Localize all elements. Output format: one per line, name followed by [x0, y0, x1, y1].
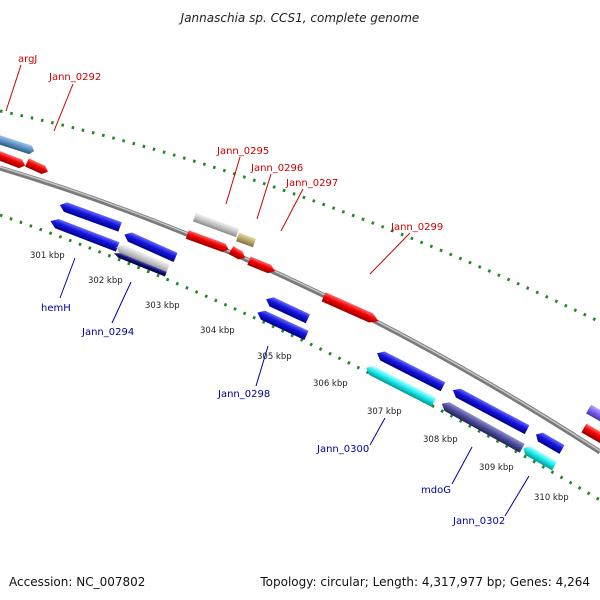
scale-label: 310 kbp: [534, 493, 569, 503]
genome-stats-text: Topology: circular; Length: 4,317,977 bp…: [260, 575, 590, 589]
label-Jann-0292[interactable]: Jann_0292: [48, 72, 101, 83]
gene-Jann-0297-a[interactable]: [228, 246, 247, 262]
label-Jann-0295[interactable]: Jann_0295: [216, 146, 269, 157]
gene-Jann-0294[interactable]: [113, 251, 167, 277]
scale-label: 305 kbp: [257, 352, 292, 362]
inner-tick-track: [0, 213, 600, 502]
gene-Jann-0294-top[interactable]: [122, 230, 178, 262]
label-Jann-0294[interactable]: Jann_0294: [81, 327, 134, 338]
gene-Jann-0294-f[interactable]: [185, 230, 230, 254]
gene-Jann-0298-top[interactable]: [264, 295, 310, 324]
forward-gene-labels: [5, 64, 411, 275]
genome-backbone: [0, 165, 600, 455]
scale-label: 302 kbp: [88, 276, 123, 286]
label-Jann-0298[interactable]: Jann_0298: [217, 389, 270, 400]
gene-hemH-top[interactable]: [58, 200, 122, 232]
scale-label: 309 kbp: [479, 463, 514, 473]
outer-tick-track: [0, 109, 600, 324]
scale-labels: 301 kbp 302 kbp 303 kbp 304 kbp 305 kbp …: [30, 251, 569, 503]
gene-Jann-0295[interactable]: [192, 212, 240, 238]
gene-Jann-0298[interactable]: [255, 308, 309, 340]
reverse-gene-labels: [59, 257, 530, 517]
scale-label: 308 kbp: [423, 435, 458, 445]
gene-mdoG-top[interactable]: [451, 386, 530, 435]
label-Jann-0302[interactable]: Jann_0302: [452, 516, 505, 527]
label-Jann-0296[interactable]: Jann_0296: [250, 163, 303, 174]
gene-edge-red[interactable]: [581, 423, 600, 450]
gene-Jann-0300-top[interactable]: [375, 349, 446, 392]
label-Jann-0300[interactable]: Jann_0300: [316, 444, 369, 455]
gene-Jann-0300[interactable]: [364, 363, 437, 407]
gene-Jann-0292[interactable]: [25, 158, 50, 176]
gene-Jann-0294-grey[interactable]: [114, 242, 170, 274]
accession-text: Accession: NC_007802: [9, 575, 146, 589]
scale-label: 307 kbp: [367, 407, 402, 417]
gene-Jann-0296[interactable]: [236, 232, 256, 248]
label-argJ[interactable]: argJ: [18, 54, 37, 65]
label-hemH[interactable]: hemH: [41, 303, 71, 314]
scale-label: 306 kbp: [313, 379, 348, 389]
gene-Jann-0297[interactable]: [247, 256, 276, 276]
gene-argJ[interactable]: [0, 129, 36, 156]
reverse-genes: [49, 200, 565, 471]
label-Jann-0297[interactable]: Jann_0297: [285, 178, 338, 189]
label-Jann-0299[interactable]: Jann_0299: [390, 222, 443, 233]
scale-label: 304 kbp: [200, 326, 235, 336]
gene-Jann-0302-top[interactable]: [534, 430, 565, 454]
gene-Jann-0299[interactable]: [321, 292, 381, 326]
gene-edge-violet[interactable]: [586, 404, 600, 430]
scale-label: 301 kbp: [30, 251, 65, 261]
gene-Jann-0292-a[interactable]: [0, 144, 27, 170]
gene-mdoG[interactable]: [439, 399, 525, 453]
scale-label: 303 kbp: [145, 301, 180, 311]
gene-Jann-0302[interactable]: [521, 444, 558, 471]
gene-hemH[interactable]: [49, 216, 120, 252]
label-mdoG[interactable]: mdoG: [421, 485, 451, 496]
forward-genes: [0, 129, 600, 450]
map-title: Jannaschia sp. CCS1, complete genome: [179, 11, 420, 25]
